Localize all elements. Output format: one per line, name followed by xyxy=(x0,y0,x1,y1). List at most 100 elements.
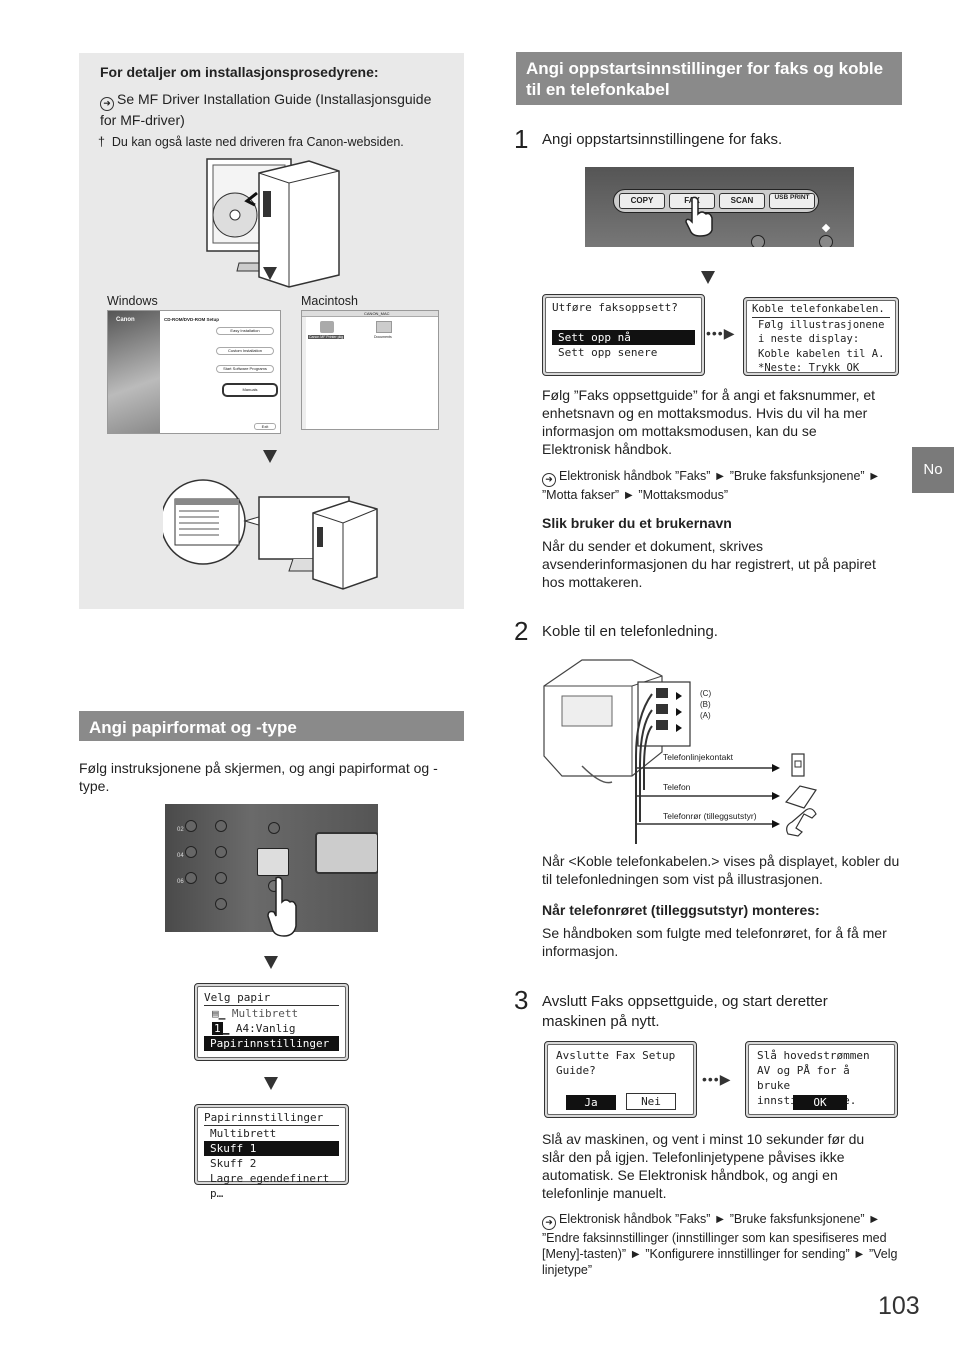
display-row[interactable]: Lagre egendefinert p… xyxy=(210,1172,330,1200)
display-line: AV og PÅ for å bruke xyxy=(757,1064,850,1092)
scan-button[interactable]: SCAN xyxy=(719,193,765,209)
display-line: i neste display: xyxy=(758,333,860,345)
display-row-selected[interactable]: Sett opp nå xyxy=(552,330,695,345)
install-box-note: † Du kan også laste ned driveren fra Can… xyxy=(98,135,404,149)
display-row[interactable]: Skuff 2 xyxy=(210,1157,257,1170)
display-row[interactable]: ▤▁ Multibrett xyxy=(212,1007,299,1020)
step3-reference: ➜Elektronisk håndbok ”Faks” ► ”Bruke fak… xyxy=(542,1212,898,1277)
step-text: Avslutt Faks oppsettguide, og start dere… xyxy=(542,993,828,1030)
step1-reference: ➜Elektronisk håndbok ”Faks” ► ”Bruke fak… xyxy=(542,469,881,502)
manual-view-illustration xyxy=(163,479,378,590)
panel-key xyxy=(185,820,197,832)
yes-button[interactable]: Ja xyxy=(566,1095,616,1110)
mode-buttons-illustration: COPY FAX SCAN USB PRINT xyxy=(585,167,854,247)
windows-label: Windows xyxy=(107,294,158,308)
restart-power-display: Slå hovedstrømmen AV og PÅ for å bruke i… xyxy=(745,1041,898,1118)
mac-finder-screenshot: CANON_MAC Canon MF Printer pkg Documents xyxy=(301,310,439,430)
flow-arrow-down-icon xyxy=(264,1077,278,1090)
display-title: Velg papir xyxy=(204,990,339,1006)
panel-key-label: 04 xyxy=(177,853,184,859)
dagger-mark: † xyxy=(98,135,105,149)
panel-key xyxy=(185,872,197,884)
install-box-title: For detaljer om installasjonsprosedyrene… xyxy=(100,64,379,80)
display-line: Slå hovedstrømmen xyxy=(757,1049,870,1062)
connect-cable-display: Koble telefonkabelen. Følg illustrasjone… xyxy=(743,297,899,376)
display-row-selected[interactable]: Papirinnstillinger xyxy=(204,1036,339,1051)
canon-logo: Canon xyxy=(116,317,135,323)
copy-button[interactable]: COPY xyxy=(619,193,665,209)
flow-arrow-down-icon xyxy=(263,450,277,463)
display-line: Følg illustrasjonene xyxy=(758,318,885,331)
mac-sidebar xyxy=(302,317,306,429)
no-button[interactable]: Nei xyxy=(626,1093,676,1110)
display-row[interactable]: 1▁ A4:Vanlig xyxy=(212,1022,296,1035)
diamond-indicator-icon xyxy=(821,223,831,233)
ok-button[interactable]: OK xyxy=(793,1095,847,1110)
package-icon[interactable] xyxy=(320,321,334,333)
device-icons xyxy=(636,753,817,837)
custom-install-button[interactable]: Custom Installation xyxy=(216,347,274,355)
phone-connection-illustration xyxy=(543,659,691,844)
display-row-selected[interactable]: Skuff 1 xyxy=(204,1141,339,1156)
exit-button[interactable]: Exit xyxy=(254,423,276,430)
panel-key xyxy=(185,846,197,858)
setup-title: CD-ROM/DVD-ROM Setup xyxy=(164,317,219,322)
flow-arrow-down-icon xyxy=(263,267,277,280)
reference-arrow-icon: ➜ xyxy=(100,97,114,111)
install-info-box: For detaljer om installasjonsprosedyrene… xyxy=(79,53,464,609)
step-text: Koble til en telefonledning. xyxy=(542,623,718,640)
step-number: 2 xyxy=(514,616,529,646)
paper-select-display: Velg papir ▤▁ Multibrett 1▁ A4:Vanlig Pa… xyxy=(194,983,349,1061)
fax-setup-prompt-display: Utføre faksoppsett? Sett opp nå Sett opp… xyxy=(542,294,705,376)
panel-key xyxy=(215,898,227,910)
manuals-button[interactable]: Manuals xyxy=(222,383,278,397)
port-label-b: (B) xyxy=(700,700,711,709)
easy-install-button[interactable]: Easy Installation xyxy=(216,327,274,335)
connect-cable-screen: Koble telefonkabelen. Følg illustrasjone… xyxy=(746,300,896,374)
sequence-arrow-icon: •••▶ xyxy=(706,325,736,341)
reference-arrow-icon: ➜ xyxy=(542,473,556,487)
panel-key xyxy=(268,822,280,834)
cable-label-handset: Telefonrør (tilleggsutstyr) xyxy=(663,811,757,821)
macintosh-label: Macintosh xyxy=(301,294,358,308)
step2-paragraph: Når <Koble telefonkabelen.> vises på dis… xyxy=(542,853,900,887)
exit-setup-display: Avslutte Fax Setup Guide? Ja Nei xyxy=(544,1041,697,1118)
cable-label-wall-jack: Telefonlinjekontakt xyxy=(663,752,733,762)
fax-setup-prompt-screen: Utføre faksoppsett? Sett opp nå Sett opp… xyxy=(545,297,702,373)
language-tab: No xyxy=(912,447,954,493)
step-number: 3 xyxy=(514,985,529,1015)
display-row[interactable]: Multibrett xyxy=(210,1127,277,1140)
tray-icon: ▤▁ xyxy=(212,1007,232,1020)
windows-setup-screenshot: Canon CD-ROM/DVD-ROM Setup Easy Installa… xyxy=(107,310,281,434)
port-label-a: (A) xyxy=(700,711,711,720)
flow-arrow-down-icon xyxy=(701,271,715,284)
documents-folder-icon[interactable] xyxy=(376,321,392,333)
display-line: Avslutte Fax Setup xyxy=(556,1049,676,1062)
step-number: 1 xyxy=(514,124,529,154)
printer-icon xyxy=(257,848,289,876)
windows-setup-sidebar xyxy=(108,311,160,433)
exit-setup-screen: Avslutte Fax Setup Guide? Ja Nei xyxy=(547,1044,694,1115)
step1-paragraph: Følg ”Faks oppsettguide” for å angi et f… xyxy=(542,387,876,457)
paper-settings-display: Papirinnstillinger Multibrett Skuff 1 Sk… xyxy=(194,1104,349,1200)
panel-key-label: 06 xyxy=(177,879,184,885)
step-text: Angi oppstartsinnstillingene for faks. xyxy=(542,131,783,148)
mac-window-title: CANON_MAC xyxy=(364,311,390,316)
sequence-arrow-icon: •••▶ xyxy=(702,1071,732,1087)
drawer-badge: 1 xyxy=(212,1022,223,1035)
documents-label: Documents xyxy=(374,335,392,339)
display-title: Utføre faksoppsett? xyxy=(552,301,678,314)
display-title: Papirinnstillinger xyxy=(204,1110,339,1126)
step3-paragraph: Slå av maskinen, og vent i minst 10 seku… xyxy=(542,1131,865,1201)
flow-arrow-down-icon xyxy=(264,956,278,969)
pointing-hand-icon xyxy=(267,876,297,937)
drawer-icon: ▁ xyxy=(222,1022,236,1035)
display-line: Guide? xyxy=(556,1064,596,1077)
step2-subparagraph: Se håndboken som fulgte med telefonrøret… xyxy=(542,925,887,959)
paper-settings-screen: Papirinnstillinger Multibrett Skuff 1 Sk… xyxy=(197,1107,346,1200)
usb-print-button[interactable]: USB PRINT xyxy=(769,193,815,209)
cd-install-illustration xyxy=(206,158,340,288)
display-row[interactable]: Sett opp senere xyxy=(558,346,658,359)
start-software-button[interactable]: Start Software Programs xyxy=(216,365,274,373)
mac-titlebar xyxy=(302,311,438,317)
